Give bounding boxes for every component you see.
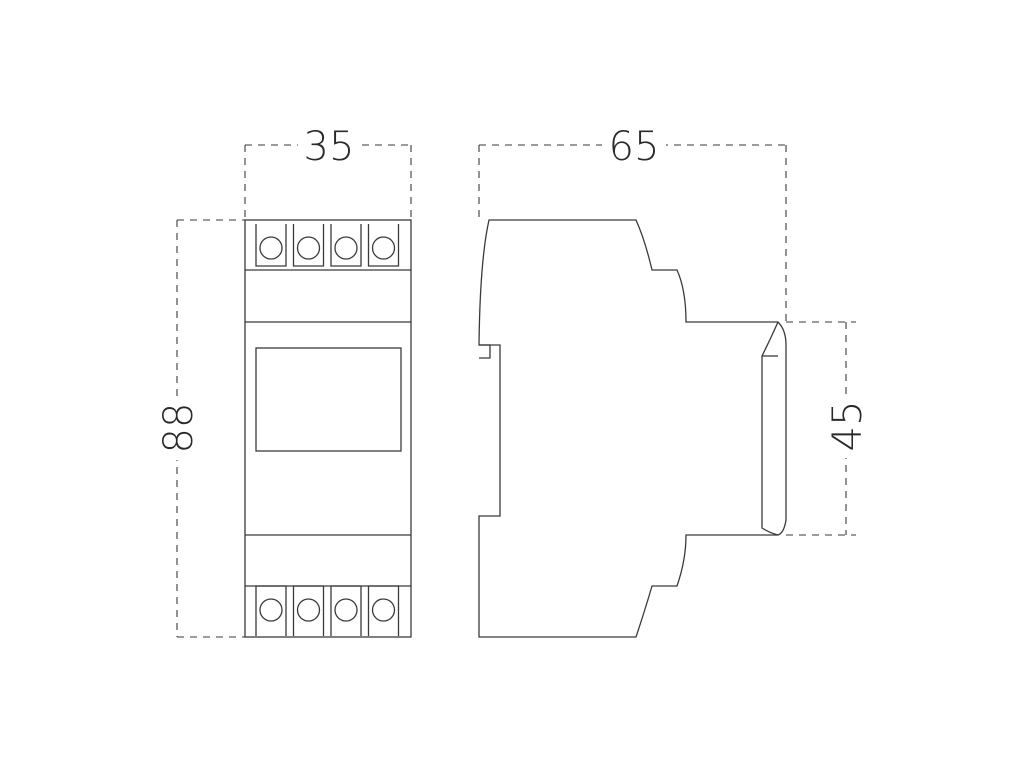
terminal-housing [330,224,362,267]
screw-icon [259,598,283,622]
bottom-terminal [255,585,287,636]
top-terminal [330,224,362,267]
display-window [255,347,402,452]
terminal-housing [292,224,325,267]
protrusion-dim-label: 45 [825,401,871,452]
side-outline [478,219,787,638]
screw-icon [296,598,321,622]
top-terminal [292,224,325,267]
front-view [244,219,412,638]
screw-icon [371,598,396,622]
dimension-side-depth: 65 [478,120,787,322]
dimension-front-width: 35 [244,120,412,220]
bottom-terminal [292,585,325,636]
side-front-cover [761,321,779,536]
depth-dim-label: 65 [609,124,660,170]
screw-icon [296,236,321,260]
side-view [478,219,787,638]
height-dim-label: 88 [156,403,202,454]
front-outline [244,219,412,638]
dimension-protrusion: 45 [786,321,871,536]
terminal-housing [255,585,287,636]
screw-icon [371,236,396,260]
terminal-housing [367,224,400,267]
screw-icon [334,236,358,260]
bottom-terminal [330,585,362,636]
bottom-terminal [367,585,400,636]
terminal-housing [292,585,325,636]
terminal-housing [330,585,362,636]
screw-icon [334,598,358,622]
bottom-terminal-row [255,585,400,636]
width-dim-label: 35 [304,124,355,170]
dimension-height: 88 [156,219,245,638]
top-terminal [367,224,400,267]
top-terminal-row [255,224,400,267]
screw-icon [259,236,283,260]
terminal-housing [255,224,287,267]
terminal-housing [367,585,400,636]
side-rail-clip [479,344,491,359]
top-terminal [255,224,287,267]
